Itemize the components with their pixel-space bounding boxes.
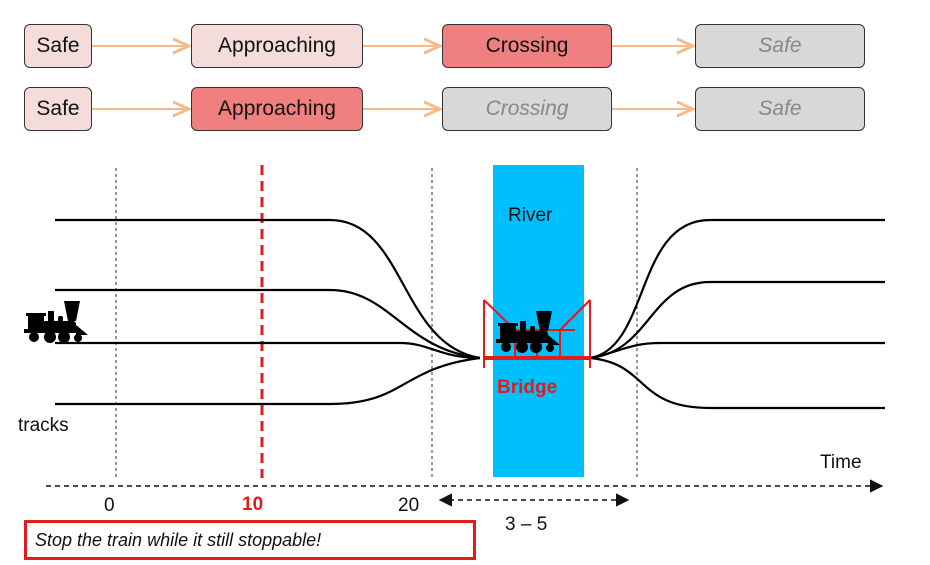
track-1-exit (589, 218, 885, 360)
warning-note: Stop the train while it still stoppable! (24, 520, 476, 560)
time-axis-label: Time (820, 452, 862, 473)
state-safe: Safe (24, 24, 92, 68)
state-approaching-active: Approaching (191, 87, 363, 131)
tick-label-10: 10 (242, 494, 264, 515)
track-2 (55, 288, 481, 360)
state-safe-inactive: Safe (695, 87, 865, 131)
steam-locomotive-icon (496, 311, 560, 353)
steam-locomotive-icon (24, 301, 88, 343)
state-safe-inactive: Safe (695, 24, 865, 68)
track-4-exit (589, 356, 885, 410)
tick-label-0: 0 (104, 495, 115, 516)
tracks (55, 218, 885, 410)
track-1 (55, 218, 481, 360)
state-safe: Safe (24, 87, 92, 131)
time-guides (115, 168, 638, 478)
state-transition-arrows (92, 46, 693, 109)
tick-label-20: 20 (398, 495, 420, 516)
river-label: River (508, 205, 553, 226)
track-3-exit (589, 341, 885, 360)
state-approaching: Approaching (191, 24, 363, 68)
track-4 (55, 356, 481, 406)
track-3 (55, 341, 481, 360)
tracks-label: tracks (18, 415, 69, 436)
warning-note-text: Stop the train while it still stoppable! (35, 529, 322, 550)
bridge-time-range: 3 – 5 (505, 514, 548, 535)
bridge-label: Bridge (497, 377, 558, 398)
state-crossing-inactive: Crossing (442, 87, 612, 131)
state-crossing: Crossing (442, 24, 612, 68)
